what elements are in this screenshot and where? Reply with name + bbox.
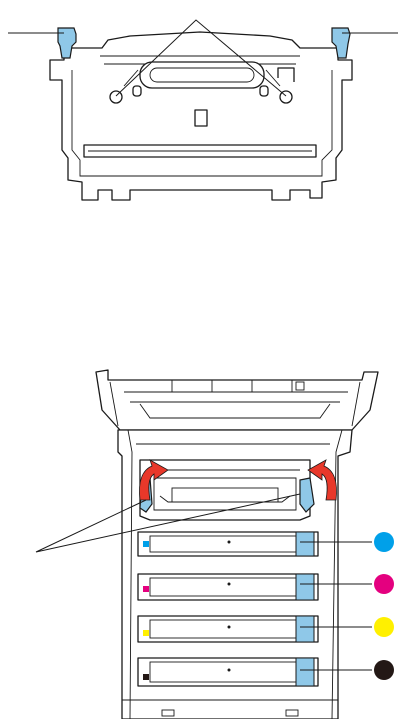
fuser-hole-left <box>110 91 122 103</box>
printer-open <box>36 370 394 719</box>
toner-tab-magenta <box>143 586 149 592</box>
toner-tab-yellow <box>143 630 149 636</box>
toner-cartridge-black[interactable] <box>138 658 318 686</box>
fuser-unit <box>8 20 398 200</box>
color-dot-yellow <box>374 617 394 637</box>
toner-cartridge-yellow[interactable] <box>138 616 318 642</box>
toner-cartridge-cyan[interactable] <box>138 532 318 556</box>
printer-lid <box>96 370 378 430</box>
toner-cartridge-magenta[interactable] <box>138 574 318 600</box>
toner-tab-black <box>143 674 149 680</box>
color-dot-cyan <box>374 532 394 552</box>
color-dot-magenta <box>374 574 394 594</box>
fuser-handle-slot <box>140 62 264 88</box>
color-dot-black <box>374 660 394 680</box>
toner-tab-cyan <box>143 541 149 547</box>
fuser-center-window <box>195 110 207 126</box>
